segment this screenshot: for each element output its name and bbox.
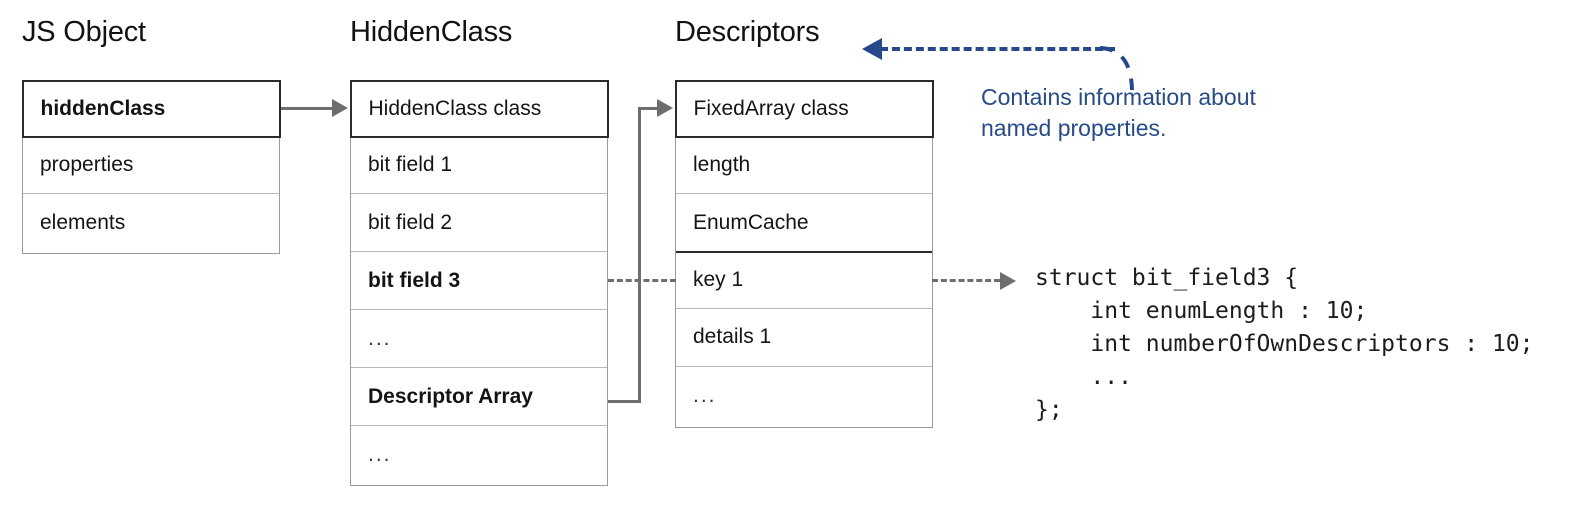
js-object-row-hiddenclass[interactable]: hiddenClass [21,79,281,138]
connector-descriptorarray-elbow-bottom [608,400,641,403]
annotation-dashed-line [880,47,1115,51]
js-object-struct: hiddenClass properties elements [21,79,281,254]
hiddenclass-row-ellipsis-1[interactable]: ... [351,310,607,368]
connector-descriptorarray-elbow-vertical [638,107,641,403]
column-title-descriptors: Descriptors [675,16,820,48]
connector-descriptorarray-elbow-top [638,107,660,110]
js-object-row-elements[interactable]: elements [23,194,279,252]
descriptors-row-enumcache[interactable]: EnumCache [676,194,932,252]
connector-jsobject-to-hiddenclass-arrowhead [332,99,348,117]
annotation-text: Contains information about named propert… [981,84,1256,141]
connector-bitfield3-dash-right [932,279,1000,282]
hiddenclass-struct: HiddenClass class bit field 1 bit field … [349,79,609,486]
connector-bitfield3-dash-left [608,279,676,282]
connector-jsobject-to-hiddenclass-line [280,107,332,110]
descriptors-row-key-1[interactable]: key 1 [676,250,932,309]
descriptors-row-length[interactable]: length [676,136,932,194]
hiddenclass-row-bit-field-2[interactable]: bit field 2 [351,194,607,252]
annotation-curve-icon [1099,46,1134,91]
connector-descriptorarray-arrowhead [657,99,673,117]
annotation-arrowhead-icon [862,38,882,60]
hiddenclass-row-bit-field-3[interactable]: bit field 3 [351,252,607,310]
descriptors-row-details-1[interactable]: details 1 [676,308,932,367]
hiddenclass-row-descriptor-array[interactable]: Descriptor Array [351,368,607,426]
descriptors-row-ellipsis[interactable]: ... [676,366,932,425]
column-title-hiddenclass: HiddenClass [350,16,513,48]
struct-code-block: struct bit_field3 { int enumLength : 10;… [1035,265,1534,423]
descriptors-row-fixedarray-class[interactable]: FixedArray class [674,79,934,138]
column-title-js-object: JS Object [22,16,146,48]
hiddenclass-row-ellipsis-2[interactable]: ... [351,426,607,484]
descriptors-struct: FixedArray class length EnumCache key 1 … [674,79,934,428]
connector-bitfield3-arrowhead [1000,272,1016,290]
hiddenclass-row-hiddenclass-class[interactable]: HiddenClass class [349,79,609,138]
hiddenclass-row-bit-field-1[interactable]: bit field 1 [351,136,607,194]
js-object-row-properties[interactable]: properties [23,136,279,194]
